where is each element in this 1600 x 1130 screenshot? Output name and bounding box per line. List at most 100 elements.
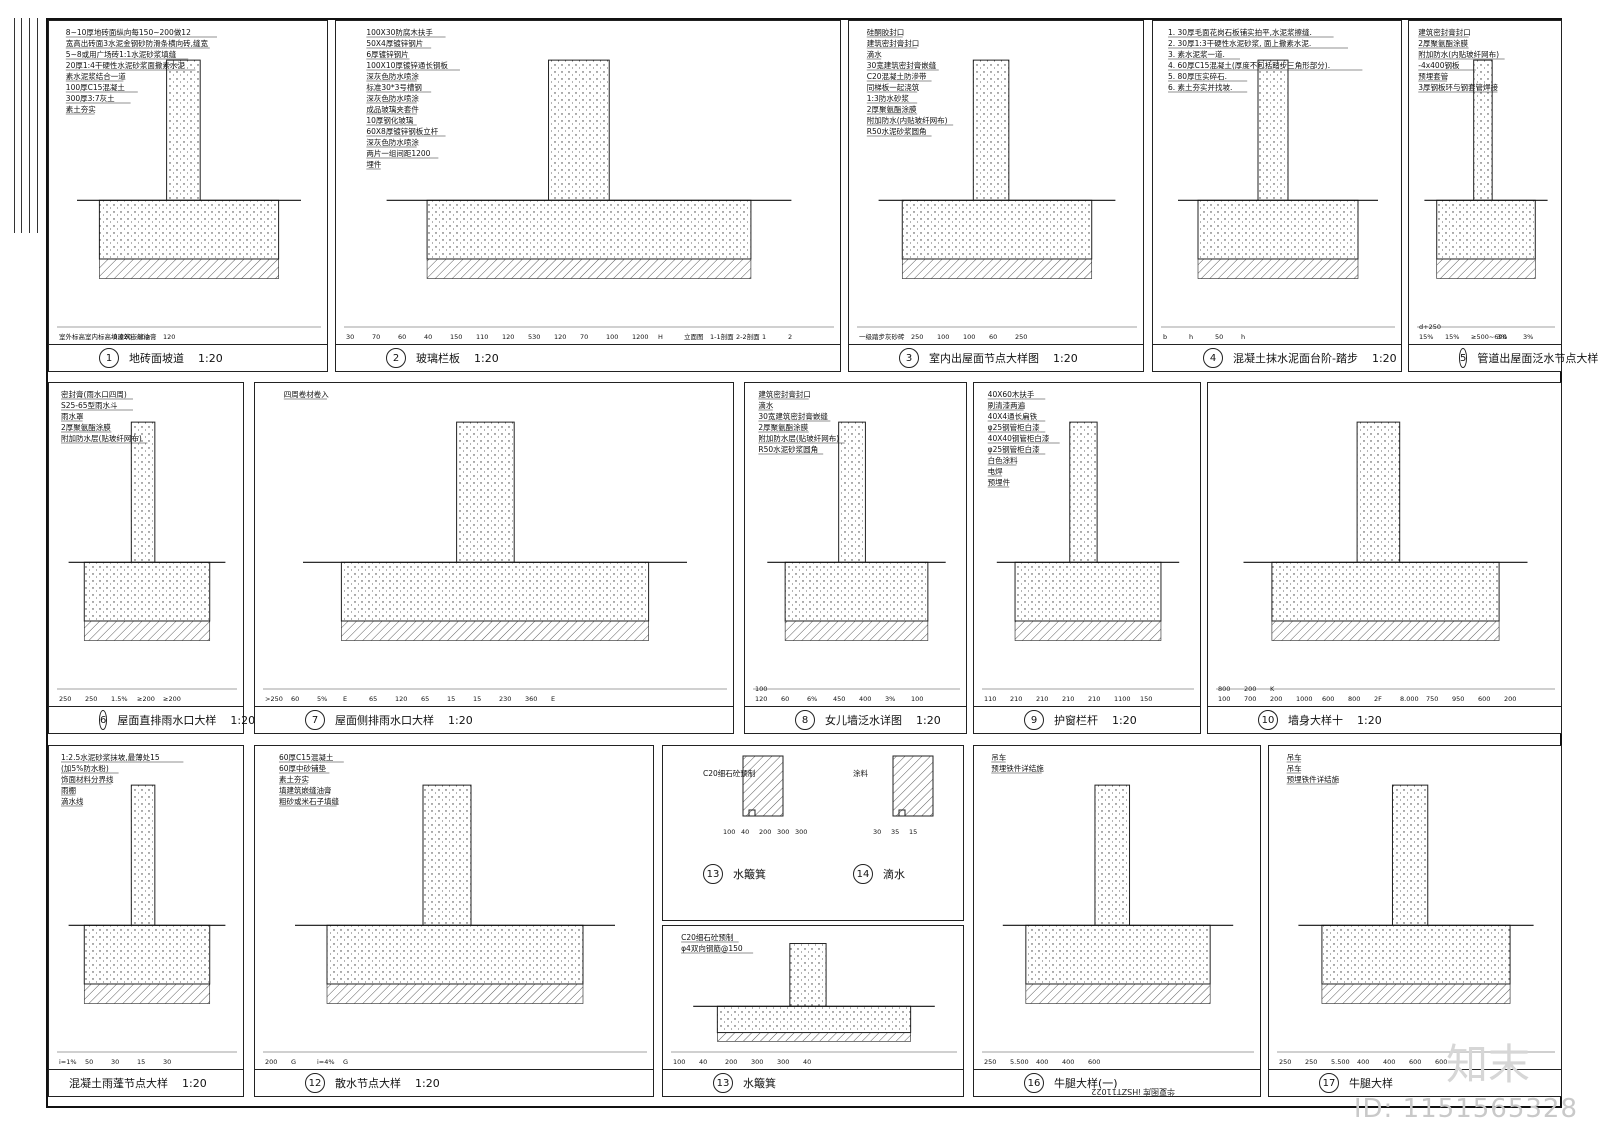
detail-scale: 1:20 xyxy=(1371,351,1397,365)
detail-panel-4: 1. 30厚毛面花岗石板铺实拍平,水泥浆擦缝.2. 30厚1:3干硬性水泥砂浆,… xyxy=(1152,20,1402,372)
dimension-label: 立面图 xyxy=(684,332,704,341)
detail-scale: 1:20 xyxy=(916,713,941,727)
detail-title: 散水节点大样 xyxy=(335,1077,401,1090)
dimension-label: 400 xyxy=(1383,1058,1395,1066)
detail-title: 滴水 xyxy=(883,868,905,881)
detail-note: 吊车 xyxy=(1287,763,1302,773)
drip-drawing: C20细石砼预制1004020030030040 xyxy=(703,755,807,836)
detail-note: 素土夯实 xyxy=(279,774,309,784)
detail-number: 16 xyxy=(1024,1073,1044,1093)
detail-note: 2厚聚氨酯涂膜 xyxy=(1418,38,1468,48)
dimension-label: 15 xyxy=(137,1058,145,1066)
dimension-label: i=4% xyxy=(317,1058,335,1066)
dimension-label: 300 xyxy=(751,1058,763,1066)
detail-note: 40X60木扶手 xyxy=(988,389,1035,399)
dimension-label: 100 xyxy=(963,333,975,341)
detail-scale: 1:20 xyxy=(182,1076,207,1090)
dimension-label: 250 xyxy=(1015,333,1027,341)
detail-title: 女儿墙泛水详图 xyxy=(825,714,902,727)
detail-note: 附加防水层(贴玻纤网布) xyxy=(758,433,839,443)
detail-note: φ25钢管柜白漆 xyxy=(988,422,1040,432)
detail-drawing-11: 1:2.5水泥砂浆抹坡,最薄处15(加5%防水粉)饰面材料分界线雨棚滴水线i=1… xyxy=(57,752,237,1066)
detail-number: 4 xyxy=(1203,348,1223,368)
detail-note: S25-65型雨水斗 xyxy=(61,400,118,410)
dimension-label: 60 xyxy=(291,695,299,703)
dimension-label: 200 xyxy=(1270,695,1282,703)
detail-number: 12 xyxy=(305,1073,325,1093)
detail-number: 13 xyxy=(703,864,723,884)
detail-number: 9 xyxy=(1024,710,1044,730)
detail-caption: 17 牛腿大样 xyxy=(1269,1069,1561,1096)
dimension-label: 40 xyxy=(424,333,432,341)
dimension-label: 30 xyxy=(346,333,354,341)
dimension-label: 1.5% xyxy=(111,695,128,703)
dimension-label: 120 xyxy=(395,695,407,703)
detail-note: 预埋铁件详结施 xyxy=(991,763,1044,773)
detail-note: 电焊 xyxy=(988,466,1003,476)
detail-scale: 1:20 xyxy=(474,351,499,365)
detail-number: 17 xyxy=(1319,1073,1339,1093)
detail-note: 20厚1:4干硬性水泥砂浆面撒素水泥 xyxy=(66,60,186,70)
detail-title: 屋面侧排雨水口大样 xyxy=(335,714,434,727)
dimension-label: 950 xyxy=(1452,695,1464,703)
dimension-label: 530 xyxy=(528,333,540,341)
dimension-label: 200 xyxy=(725,1058,737,1066)
detail-note: 密封膏(雨水口四周) xyxy=(61,389,127,399)
dimension-label: 230 xyxy=(499,695,511,703)
detail-number: 6 xyxy=(99,710,108,730)
dimension-label: 120 xyxy=(163,333,175,341)
dimension-label: 15 xyxy=(909,828,917,836)
detail-title: 水簸箕 xyxy=(733,868,766,881)
detail-note: 素水泥浆结合一道 xyxy=(66,71,126,81)
dimension-label: 3% xyxy=(1523,333,1533,341)
detail-title: 牛腿大样(一) xyxy=(1054,1077,1118,1090)
detail-scale: 1:20 xyxy=(198,351,223,365)
dimension-label: 2-2剖面 xyxy=(736,332,760,341)
dimension-label: 65 xyxy=(369,695,377,703)
detail-number: 13 xyxy=(713,1073,733,1093)
detail-note: 白色涂料 xyxy=(988,455,1018,465)
dimension-label: b xyxy=(1163,333,1167,341)
dimension-label: 1-1剖面 xyxy=(710,332,734,341)
detail-note: 预埋套管 xyxy=(1418,71,1448,81)
detail-note: 2. 30厚1:3干硬性水泥砂浆, 面上撒素水泥. xyxy=(1168,38,1311,48)
dimension-label: 800 xyxy=(1348,695,1360,703)
detail-drawing-6: 密封膏(雨水口四周)S25-65型雨水斗雨水罩2厚聚氨酯涂膜附加防水层(贴玻纤网… xyxy=(57,389,237,703)
dimension-label: 600 xyxy=(1435,1058,1447,1066)
dimension-label: 40 xyxy=(741,828,749,836)
dimension-label: G xyxy=(343,1058,348,1066)
dimension-label: 填建筑嵌缝油膏 xyxy=(111,332,157,341)
drip-note: C20细石砼预制 xyxy=(703,768,755,778)
detail-note: 标准30*3号槽钢 xyxy=(366,82,422,92)
dimension-label: 400 xyxy=(1357,1058,1369,1066)
detail-title: 混凝土雨蓬节点大样 xyxy=(69,1077,168,1090)
detail-title: 管道出屋面泛水节点大样 xyxy=(1477,352,1599,365)
detail-note: φ25钢管柜白漆 xyxy=(988,444,1040,454)
dimension-label: 210 xyxy=(1010,695,1022,703)
dimension-label: 70 xyxy=(372,333,380,341)
detail-note: 1:3防水砂浆 xyxy=(867,93,910,103)
dimension-label: 200 xyxy=(759,828,771,836)
detail-note: 10厚钢化玻璃 xyxy=(366,115,414,125)
dimension-label: 100 xyxy=(723,828,735,836)
detail-note: 滴水 xyxy=(758,400,773,410)
dimension-label: 6% xyxy=(807,695,817,703)
dimension-label: 100 xyxy=(606,333,618,341)
detail-scale: 1:20 xyxy=(448,713,473,727)
dimension-label: 1 xyxy=(762,333,766,341)
detail-title: 牛腿大样 xyxy=(1349,1077,1393,1090)
dimension-label: 60 xyxy=(989,333,997,341)
detail-note: 100X30防腐木扶手 xyxy=(366,27,433,37)
